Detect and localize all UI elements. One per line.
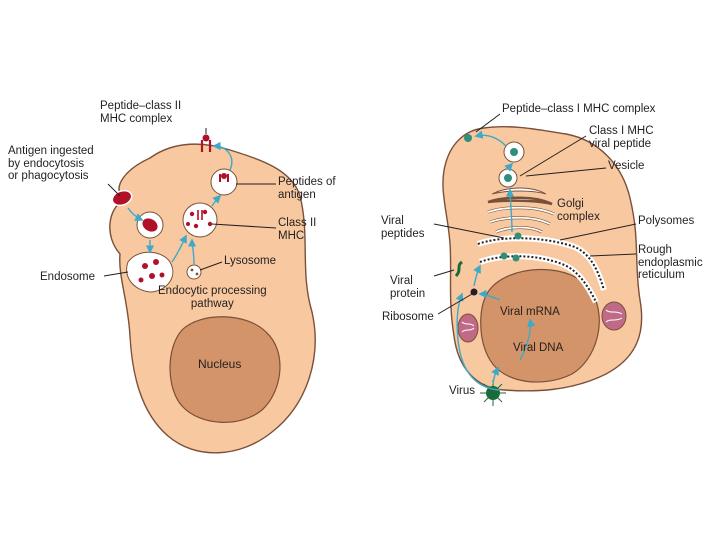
label-left-nucleus: Nucleus: [198, 357, 242, 371]
label-viral-peptides: Viral peptides: [381, 215, 425, 240]
label-peptides-of-antigen: Peptides of antigen: [278, 176, 336, 201]
label-viral-protein: Viral protein: [390, 275, 426, 300]
label-class2-mhc: Class II MHC: [278, 217, 317, 242]
label-lysosome: Lysosome: [224, 255, 276, 267]
mitochondrion-left: [457, 313, 479, 343]
mhc-vesicle: [210, 168, 238, 196]
right-cell: [433, 113, 643, 406]
label-vesicle: Vesicle: [608, 160, 645, 172]
left-nucleus: [169, 316, 281, 423]
label-polysomes: Polysomes: [638, 215, 695, 227]
label-viral-dna: Viral DNA: [513, 342, 564, 354]
mhc1-vesicles: [464, 134, 525, 262]
ribosome: [470, 288, 478, 296]
lysosome: [186, 264, 202, 280]
label-viral-mrna: Viral mRNA: [500, 306, 560, 318]
label-endocytic-pathway: Endocytic processing pathway: [158, 285, 267, 310]
label-peptide-class2-complex: Peptide–class II MHC complex: [100, 100, 182, 125]
label-virus: Virus: [449, 385, 475, 397]
mitochondrion-right: [601, 301, 627, 331]
right-nucleus: [480, 268, 600, 383]
left-cell: [103, 128, 316, 454]
label-endosome: Endosome: [40, 271, 95, 283]
label-rough-er: Rough endoplasmic reticulum: [638, 244, 703, 281]
label-antigen-ingested: Antigen ingested by endocytosis or phago…: [8, 145, 94, 182]
surface-mhc2-complex: [200, 140, 212, 152]
processing-vesicle: [182, 202, 218, 238]
label-ribosome: Ribosome: [382, 311, 434, 323]
viral-protein: [454, 260, 463, 278]
label-golgi-complex: Golgi complex: [557, 198, 600, 223]
rough-er: [476, 235, 607, 304]
label-class1-viral-peptide: Class I MHC viral peptide: [589, 125, 654, 150]
label-peptide-class1-complex: Peptide–class I MHC complex: [502, 103, 656, 115]
ingested-antigen: [111, 189, 133, 207]
